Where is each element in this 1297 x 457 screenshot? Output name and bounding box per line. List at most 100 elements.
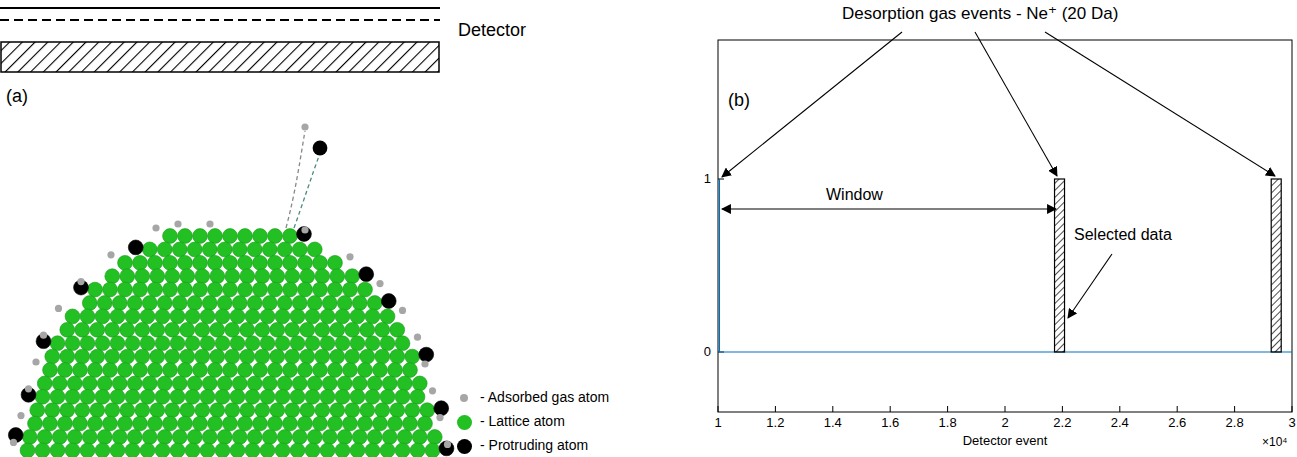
atom (238, 282, 253, 297)
adsorbed-atom (77, 278, 84, 285)
atom (180, 322, 195, 337)
atom (217, 430, 232, 445)
atom (103, 416, 118, 431)
atom (97, 430, 112, 445)
atom (395, 443, 410, 457)
atom (155, 336, 170, 351)
atom (187, 296, 202, 311)
atom (328, 282, 343, 297)
atom (418, 416, 433, 431)
atom (165, 322, 180, 337)
atom (135, 349, 150, 364)
atom (315, 269, 330, 284)
atom (292, 242, 307, 257)
atom (412, 430, 427, 445)
atom (285, 322, 300, 337)
atom (88, 282, 103, 297)
atom (97, 296, 112, 311)
atom (148, 255, 163, 270)
atom (245, 443, 260, 457)
atom (285, 269, 300, 284)
atom (195, 349, 210, 364)
adsorbed-atom (429, 387, 436, 394)
atom (245, 389, 260, 404)
atom (65, 336, 80, 351)
atom (298, 416, 313, 431)
atom (223, 229, 238, 244)
atom (185, 309, 200, 324)
atom (292, 430, 307, 445)
tick-label: 2.4 (1111, 416, 1129, 431)
atom (290, 389, 305, 404)
atom (277, 296, 292, 311)
atom (88, 416, 103, 431)
atom (359, 267, 374, 282)
atom (215, 443, 230, 457)
atom (358, 416, 373, 431)
atom (210, 322, 225, 337)
legend-text: - Lattice atom (480, 413, 565, 429)
atom (307, 296, 322, 311)
annotation-arrow (722, 208, 1056, 209)
annotation-arrow (1045, 32, 1275, 176)
atom (307, 376, 322, 391)
atom (80, 389, 95, 404)
atom (270, 349, 285, 364)
atom (193, 282, 208, 297)
atom (277, 376, 292, 391)
atom (245, 309, 260, 324)
tick-label: 1.4 (824, 416, 842, 431)
atom (112, 430, 127, 445)
atom (180, 349, 195, 364)
atom (95, 336, 110, 351)
atom (125, 389, 140, 404)
atom (73, 363, 88, 378)
atom (140, 443, 155, 457)
legend-text: - Adsorbed gas atom (480, 389, 609, 405)
atom (43, 363, 58, 378)
atom (142, 376, 157, 391)
atom (230, 336, 245, 351)
atom (225, 403, 240, 418)
atom (382, 376, 397, 391)
plot-frame (718, 40, 1292, 412)
atom (230, 309, 245, 324)
atom (397, 430, 412, 445)
atom (82, 376, 97, 391)
x-tick (890, 406, 891, 412)
atom (247, 242, 262, 257)
atom (253, 282, 268, 297)
x-tick (1292, 406, 1293, 412)
atom (335, 336, 350, 351)
atom (315, 322, 330, 337)
annotation: Selected data (1074, 226, 1172, 244)
tick-label: 3 (1288, 416, 1295, 431)
atom (262, 376, 277, 391)
axis-multiplier: ×10⁴ (1262, 436, 1288, 450)
legend-swatch (457, 415, 472, 430)
x-tick (1062, 406, 1063, 412)
atom (217, 296, 232, 311)
atom (157, 296, 172, 311)
panel-tag: (b) (728, 90, 750, 111)
atom (103, 282, 118, 297)
atom (300, 269, 315, 284)
atom (90, 403, 105, 418)
atom (200, 309, 215, 324)
atom (388, 363, 403, 378)
desorbed-gas-atom (301, 123, 308, 130)
atom (170, 336, 185, 351)
atom (195, 403, 210, 418)
atom (360, 349, 375, 364)
atom (270, 403, 285, 418)
atom (225, 349, 240, 364)
atom (395, 336, 410, 351)
atom (330, 349, 345, 364)
atom (200, 443, 215, 457)
atom (307, 430, 322, 445)
atom (360, 403, 375, 418)
atom (298, 282, 313, 297)
atom (223, 255, 238, 270)
atom (240, 403, 255, 418)
atom (165, 403, 180, 418)
